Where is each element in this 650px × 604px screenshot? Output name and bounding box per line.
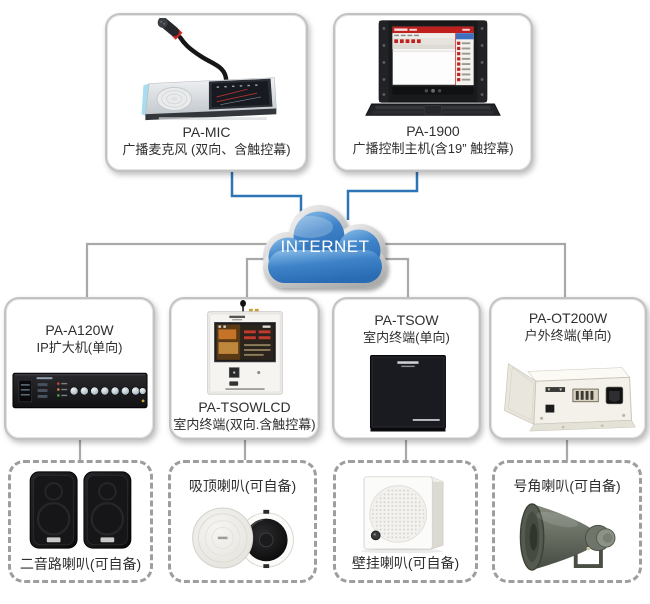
internet-cloud-icon xyxy=(263,205,387,288)
node-pa-tsow: PA-TSOW 室内终端(单向) xyxy=(332,297,481,440)
speaker-label: 吸顶喇叭(可自备) xyxy=(188,478,297,494)
speaker-label: 壁挂喇叭(可自备) xyxy=(351,555,460,571)
paging-microphone-photo xyxy=(117,17,297,123)
rack-control-host-photo xyxy=(357,18,509,122)
two-way-speakers-photo xyxy=(17,467,145,555)
node-model: PA-TSOWLCD xyxy=(198,399,291,415)
node-desc: 室内终端(单向) xyxy=(363,330,450,346)
ceiling-speakers-photo xyxy=(180,498,306,578)
node-horn-speaker: 号角喇叭(可自备) xyxy=(492,460,642,583)
node-desc: 广播控制主机(含19” 触控幕) xyxy=(352,141,514,157)
node-model: PA-TSOW xyxy=(374,312,439,328)
node-ceiling-speakers: 吸顶喇叭(可自备) xyxy=(168,460,317,583)
node-pa-ot200w: PA-OT200W 户外终端(单向) xyxy=(489,297,647,440)
indoor-terminal-photo xyxy=(357,352,457,436)
node-desc: 室内终端(双向.含触控幕) xyxy=(173,417,316,433)
speaker-label: 二音路喇叭(可自备) xyxy=(19,556,142,572)
node-pa-1900: PA-1900 广播控制主机(含19” 触控幕) xyxy=(333,13,533,172)
node-model: PA-1900 xyxy=(406,123,460,139)
node-pa-tsowlcd: PA-TSOWLCD 室内终端(双向.含触控幕) xyxy=(169,297,320,440)
ip-amplifier-photo xyxy=(11,365,149,417)
wall-speaker-photo xyxy=(347,468,465,554)
speaker-label: 号角喇叭(可自备) xyxy=(513,478,621,494)
internet-label: INTERNET xyxy=(280,237,370,256)
indoor-lcd-terminal-photo xyxy=(192,300,298,398)
node-pa-a120w: PA-A120W IP扩大机(单向) xyxy=(4,297,155,440)
node-desc: 广播麦克风 (双向、含触控幕) xyxy=(122,142,291,158)
horn-speaker-photo xyxy=(503,497,631,577)
internet-cloud: INTERNET xyxy=(256,199,394,295)
node-desc: 户外终端(单向) xyxy=(524,328,612,344)
node-model: PA-A120W xyxy=(45,322,114,338)
node-model: PA-OT200W xyxy=(528,310,608,326)
node-desc: IP扩大机(单向) xyxy=(36,340,123,356)
node-pa-mic: PA-MIC 广播麦克风 (双向、含触控幕) xyxy=(105,13,308,172)
node-two-way-speakers: 二音路喇叭(可自备) xyxy=(8,460,153,583)
outdoor-terminal-photo xyxy=(494,347,642,435)
node-wall-speaker: 壁挂喇叭(可自备) xyxy=(333,460,478,583)
node-model: PA-MIC xyxy=(182,124,231,140)
